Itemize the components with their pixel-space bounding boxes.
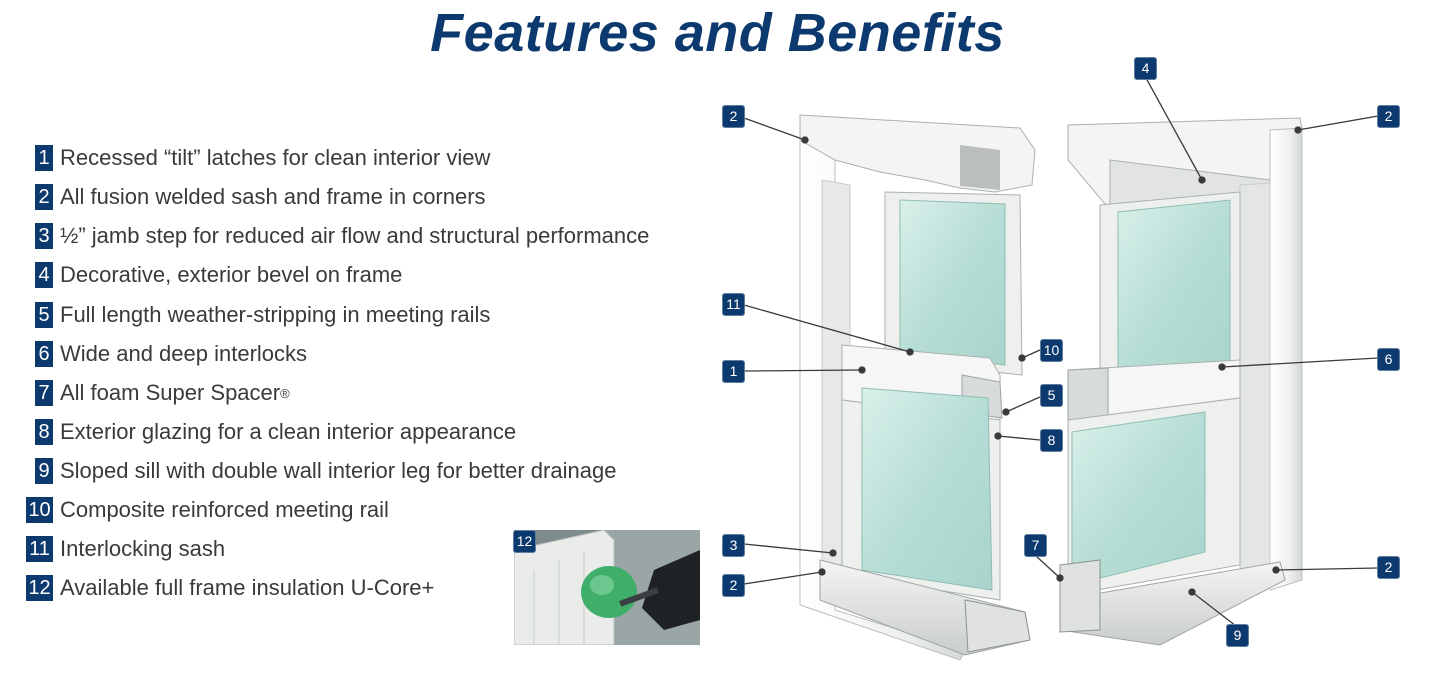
feature-item-5: 5 Full length weather-stripping in meetin…: [26, 300, 490, 330]
leader-7-dot: [1056, 574, 1064, 582]
feature-text: Recessed “tilt” latches for clean interi…: [60, 145, 491, 170]
feature-number: 1: [35, 145, 53, 171]
feature-item-11: 11 Interlocking sash: [26, 534, 225, 564]
inset-foam-gun: [642, 550, 700, 630]
feature-item-9: 9 Sloped sill with double wall interior l…: [26, 456, 616, 486]
callout-badge-3: 3: [722, 534, 745, 557]
leader-2a-dot: [801, 136, 809, 144]
feature-number: 7: [35, 380, 53, 406]
right-lower-glass: [1071, 411, 1206, 586]
feature-text: All foam Super Spacer: [60, 380, 281, 405]
callout-badge-11: 11: [722, 293, 745, 316]
feature-text: Composite reinforced meeting rail: [60, 497, 389, 522]
feature-number: 10: [26, 497, 53, 523]
leader-6-dot: [1218, 363, 1226, 371]
feature-number: 8: [35, 419, 53, 445]
feature-item-1: 1 Recessed “tilt” latches for clean inter…: [26, 143, 490, 173]
leader-9: [1191, 591, 1237, 627]
leader-2c: [743, 571, 823, 585]
callout-badge-6: 6: [1377, 348, 1400, 371]
callout-badge-2: 2: [722, 105, 745, 128]
feature-item-2: 2 All fusion welded sash and frame in cor…: [26, 182, 486, 212]
leader-3: [743, 543, 834, 554]
right-upper-glass: [1117, 199, 1231, 377]
page-title: Features and Benefits: [430, 3, 1005, 63]
leader-9-dot: [1188, 588, 1196, 596]
feature-item-10: 10 Composite reinforced meeting rail: [26, 495, 389, 525]
leader-5-dot: [1002, 408, 1010, 416]
inset-nozzle: [619, 587, 659, 607]
leader-1: [743, 369, 863, 372]
feature-text: ½” jamb step for reduced air flow and st…: [60, 223, 650, 248]
leader-2b-dot: [1294, 126, 1302, 134]
left-sill-profile: [964, 599, 1031, 653]
right-frame-inner: [1239, 182, 1271, 591]
feature-number: 12: [26, 575, 53, 601]
feature-number: 2: [35, 184, 53, 210]
callout-badge-12: 12: [513, 530, 536, 553]
left-lower-glass: [861, 387, 993, 591]
u-core-inset-photo: [514, 530, 700, 645]
feature-text: Exterior glazing for a clean interior ap…: [60, 419, 517, 444]
callout-badge-9: 9: [1226, 624, 1249, 647]
callout-badge-5: 5: [1040, 384, 1063, 407]
feature-number: 4: [35, 262, 53, 288]
left-head-shadow: [960, 145, 1000, 190]
feature-item-7: 7 All foam Super Spacer®: [26, 378, 290, 408]
feature-number: 9: [35, 458, 53, 484]
feature-number: 3: [35, 223, 53, 249]
leader-4-dot: [1198, 176, 1206, 184]
leader-3-dot: [829, 549, 837, 557]
right-frame-jamb: [1269, 127, 1303, 591]
leader-2d: [1275, 567, 1379, 571]
right-window-section: [1059, 117, 1303, 646]
callout-leader-lines: [743, 77, 1379, 627]
callout-badge-4: 4: [1134, 57, 1157, 80]
callout-badge-7: 7: [1024, 534, 1047, 557]
feature-number: 6: [35, 341, 53, 367]
registered-mark: ®: [280, 385, 290, 401]
feature-text: Wide and deep interlocks: [60, 341, 308, 366]
feature-text: Available full frame insulation U-Core+: [60, 575, 435, 600]
feature-item-6: 6 Wide and deep interlocks: [26, 339, 307, 369]
feature-text: Sloped sill with double wall interior le…: [60, 458, 617, 483]
feature-item-4: 4 Decorative, exterior bevel on frame: [26, 260, 402, 290]
callout-badge-8: 8: [1040, 429, 1063, 452]
feature-text: Full length weather-stripping in meeting…: [60, 302, 491, 327]
feature-text: Interlocking sash: [60, 536, 226, 561]
leader-1-dot: [858, 366, 866, 374]
callout-badge-10: 10: [1040, 339, 1063, 362]
right-sill-profile: [1059, 559, 1101, 633]
right-rail-profile: [1067, 367, 1109, 421]
feature-number: 5: [35, 302, 53, 328]
left-window-section: [799, 114, 1036, 661]
leader-2d-dot: [1272, 566, 1280, 574]
left-upper-glass: [899, 199, 1006, 366]
callout-badge-1: 1: [722, 360, 745, 383]
leader-8: [997, 435, 1041, 441]
leader-8-dot: [994, 432, 1002, 440]
leader-6: [1221, 357, 1379, 368]
leader-4: [1145, 77, 1203, 181]
leader-11: [743, 304, 911, 353]
callout-badge-2: 2: [1377, 556, 1400, 579]
feature-number: 11: [26, 536, 53, 562]
leader-2a: [743, 117, 806, 141]
leader-5: [1005, 396, 1041, 413]
feature-item-3: 3 ½” jamb step for reduced air flow and s…: [26, 221, 649, 251]
callout-badge-2: 2: [1377, 105, 1400, 128]
leader-7: [1035, 555, 1061, 579]
leader-10-dot: [1018, 354, 1026, 362]
leader-2c-dot: [818, 568, 826, 576]
feature-item-12: 12 Available full frame insulation U-Core…: [26, 573, 434, 603]
feature-item-8: 8 Exterior glazing for a clean interior a…: [26, 417, 516, 447]
feature-text: All fusion welded sash and frame in corn…: [60, 184, 486, 209]
feature-text: Decorative, exterior bevel on frame: [60, 262, 403, 287]
leader-2b: [1297, 115, 1379, 131]
leader-11-dot: [906, 348, 914, 356]
callout-badge-2: 2: [722, 574, 745, 597]
inset-foam-highlight: [590, 575, 614, 595]
